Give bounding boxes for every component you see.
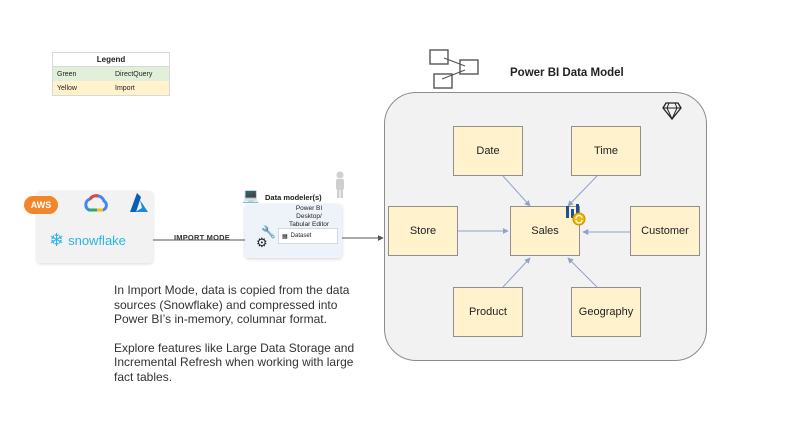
legend-mode: DirectQuery bbox=[115, 70, 153, 78]
date-sales-link bbox=[502, 175, 531, 207]
tool-line-2: Tabular Editor bbox=[288, 221, 330, 228]
google-cloud-icon bbox=[84, 194, 108, 212]
geography-sales-link bbox=[567, 257, 598, 288]
dataset-box: ▦ Dataset bbox=[278, 228, 338, 244]
product-sales-link bbox=[502, 257, 531, 288]
table-date[interactable]: Date bbox=[453, 126, 523, 176]
model-title: Power BI Data Model bbox=[510, 67, 624, 79]
table-time[interactable]: Time bbox=[571, 126, 641, 176]
snowflake-label: snowflake bbox=[68, 233, 126, 248]
person-icon bbox=[336, 171, 344, 198]
import-mode-label: IMPORT MODE bbox=[174, 233, 230, 242]
table-customer[interactable]: Customer bbox=[630, 206, 700, 256]
legend-row-green: Green DirectQuery bbox=[53, 67, 169, 81]
description-paragraph-1: In Import Mode, data is copied from the … bbox=[114, 283, 350, 326]
tool-line-1: Power BI Desktop/ bbox=[295, 205, 323, 220]
table-store[interactable]: Store bbox=[388, 206, 458, 256]
legend-title: Legend bbox=[53, 53, 169, 67]
azure-icon bbox=[130, 193, 148, 212]
legend: Legend Green DirectQuery Yellow Import bbox=[52, 52, 170, 96]
laptop-icon: 💻 bbox=[242, 187, 260, 203]
table-product[interactable]: Product bbox=[453, 287, 523, 337]
schema-icon bbox=[429, 49, 479, 89]
legend-mode: Import bbox=[115, 84, 135, 92]
refresh-icon bbox=[566, 204, 586, 226]
time-sales-link bbox=[567, 175, 598, 207]
dataset-label: Dataset bbox=[290, 233, 312, 239]
legend-color-name: Green bbox=[57, 70, 77, 78]
table-geography[interactable]: Geography bbox=[571, 287, 641, 337]
aws-icon: AWS bbox=[24, 196, 58, 214]
diamond-icon bbox=[662, 102, 682, 120]
description-text: In Import Mode, data is copied from the … bbox=[114, 283, 364, 398]
tool-label: Power BI Desktop/ Tabular Editor bbox=[283, 205, 335, 229]
legend-color-name: Yellow bbox=[57, 84, 77, 92]
legend-row-yellow: Yellow Import bbox=[53, 81, 169, 95]
snowflake-icon: ❄ bbox=[49, 230, 65, 250]
wrench-icon: 🔧 bbox=[261, 225, 276, 239]
dataset-icon: ▦ bbox=[282, 233, 288, 240]
gear-icon: ⚙ bbox=[256, 235, 268, 250]
description-paragraph-2: Explore features like Large Data Storage… bbox=[114, 340, 355, 384]
snowflake-logo: ❄ snowflake bbox=[49, 230, 126, 251]
data-modeler-title: Data modeler(s) bbox=[265, 193, 322, 202]
